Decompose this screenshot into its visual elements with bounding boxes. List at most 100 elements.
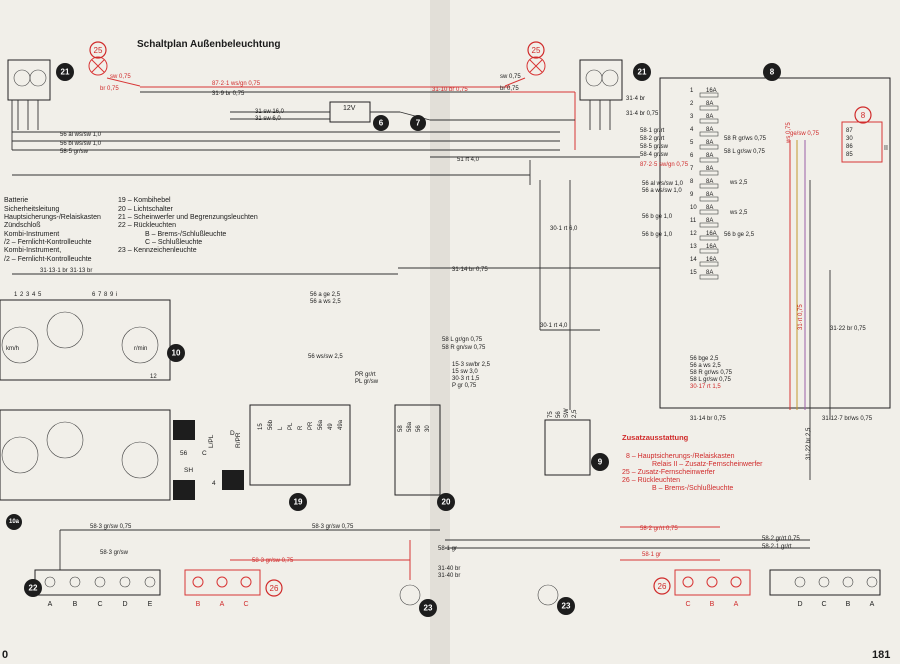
optional-component-badge-label: 8: [861, 111, 866, 120]
gauge-label: i: [116, 292, 117, 298]
lamp-letter-22-right: C: [821, 601, 826, 608]
lamp-letter-22-right: A: [870, 601, 875, 608]
fuse-number: 1: [690, 88, 694, 94]
lamp-bulb: [192, 576, 204, 588]
gauge-label: 4: [32, 292, 36, 298]
wire-label: 58 R gn/sw 0,75: [442, 345, 486, 351]
wire-label: 58·1 gr: [438, 546, 457, 552]
wire-label: 58·3 gr/sw 0,75: [90, 524, 132, 530]
wire-label: 58·1 gr/rt: [640, 128, 665, 134]
fuse-rating: 8A: [706, 140, 713, 146]
legend-right-item: 21 – Scheinwerfer und Begrenzungsleuchte…: [118, 214, 258, 221]
relay-ii: [841, 121, 883, 163]
fuse-rating: 8A: [706, 153, 713, 159]
fuse-rating: 8A: [706, 205, 713, 211]
gauge-label: 3: [26, 292, 30, 298]
lamp-bulb: [794, 576, 806, 588]
gauge-label: 12: [150, 374, 157, 380]
connector-9-pin: 2,5: [572, 409, 578, 418]
fuse-number: 15: [690, 270, 697, 276]
fuse-rating: 8A: [706, 270, 713, 276]
fuse-number: 7: [690, 166, 694, 172]
component-badge-label: 6: [379, 119, 384, 128]
wire-label: 58·3 gr/sw 0,75: [312, 524, 354, 530]
gauge-label: 2: [20, 292, 24, 298]
wire-label: 56 b ge 2,5: [724, 232, 755, 238]
legend-right-item: 22 – Rückleuchten: [118, 222, 176, 229]
wire-label: 31·22 br 0,75: [830, 326, 866, 332]
wire-label: 31·9 br 0,75: [212, 91, 245, 97]
fuse-number: 2: [690, 101, 694, 107]
wire-label: 87·2·1 ws/gn 0,75: [212, 81, 261, 87]
optional-component-badge: [89, 41, 107, 59]
lamp-letter-26-right: C: [685, 601, 690, 608]
wire-label: 56 al ws/sw 1,0: [60, 132, 102, 138]
wire-label: 58 R gr/ws 0,75: [690, 370, 733, 376]
component-badge-label: 7: [416, 119, 421, 128]
wire-label: 58·2 gr/rt 0,75: [762, 536, 800, 542]
legend-left-item: Sicherheitsleitung: [4, 206, 59, 213]
fuse-number: 9: [690, 192, 694, 198]
wire-label: 31·12·7 br/ws 0,75: [822, 416, 873, 422]
fuse: [699, 222, 719, 228]
component-badge: [410, 115, 426, 131]
legend-right-item: 20 – Lichtschalter: [118, 206, 174, 213]
page-fold: [430, 0, 450, 664]
optional-component-badge-label: 26: [270, 584, 279, 593]
lamp-letter-26-left: B: [196, 601, 201, 608]
fuse: [699, 209, 719, 215]
wire-label: 58·4 gr/sw: [640, 152, 669, 158]
component-badge-label: 20: [442, 498, 451, 507]
connector-9-pin: SW: [564, 408, 570, 418]
relay-roman-label: II: [884, 145, 888, 152]
lamp-bulb: [69, 576, 81, 588]
wire-label: 58·1 gr: [642, 552, 661, 558]
lamp-letter-26-left: A: [220, 601, 225, 608]
wire-label: 31·14 br 0,75: [452, 267, 488, 273]
fuse-rating: 16A: [706, 231, 717, 237]
optional-component-badge: [653, 577, 671, 595]
relay-pin-86: 86: [846, 144, 853, 150]
legend-left-item: Kombi-Instrument: [4, 231, 59, 238]
connector-19-pin: 15: [258, 423, 264, 430]
gauge-label: 8: [104, 292, 108, 298]
wire-label: 31·40 br: [438, 573, 460, 579]
fuse-number: 13: [690, 244, 697, 250]
lamp-letter-22-left: D: [122, 601, 127, 608]
lamp-bulb: [682, 576, 694, 588]
optional-component-badge: [527, 41, 545, 59]
wire-label: 58 L gr/gn 0,75: [442, 337, 483, 343]
component-badge-label: 22: [29, 584, 38, 593]
gauge-label: 5: [38, 292, 42, 298]
fuse-rating: 8A: [706, 127, 713, 133]
fuse-rating: 8A: [706, 166, 713, 172]
aux-lamp-right-25: [504, 56, 546, 87]
connector-19-pin: L: [278, 426, 284, 430]
fuse: [699, 170, 719, 176]
connector-20-pin: 58a: [407, 421, 413, 432]
relay-pin-30: 30: [846, 136, 853, 142]
wire-label: 58 L gr/sw 0,75: [724, 149, 765, 155]
wire-label: 31·4 br 0,75: [626, 111, 659, 117]
connector-19-pin: 49: [328, 423, 334, 430]
tail-light-22-right: [769, 569, 881, 596]
high-beam-symbol-icon: [173, 480, 195, 500]
legend-left-item: /2 – Fernlicht-Kontrolleuchte: [4, 256, 92, 263]
lamp-bulb: [119, 576, 131, 588]
lamp-bulb: [94, 576, 106, 588]
extra-heading: Zusatzausstattung: [622, 433, 689, 442]
plate-lamp-23-left: [399, 584, 421, 606]
component-badge: [419, 599, 437, 617]
fuse-rating: 8A: [706, 114, 713, 120]
wire-label: 56 bge 2,5: [690, 356, 719, 362]
fuse-rating: 8A: [706, 192, 713, 198]
component-badge-label: 10a: [9, 519, 20, 525]
switch-label: R/PR: [235, 432, 242, 448]
